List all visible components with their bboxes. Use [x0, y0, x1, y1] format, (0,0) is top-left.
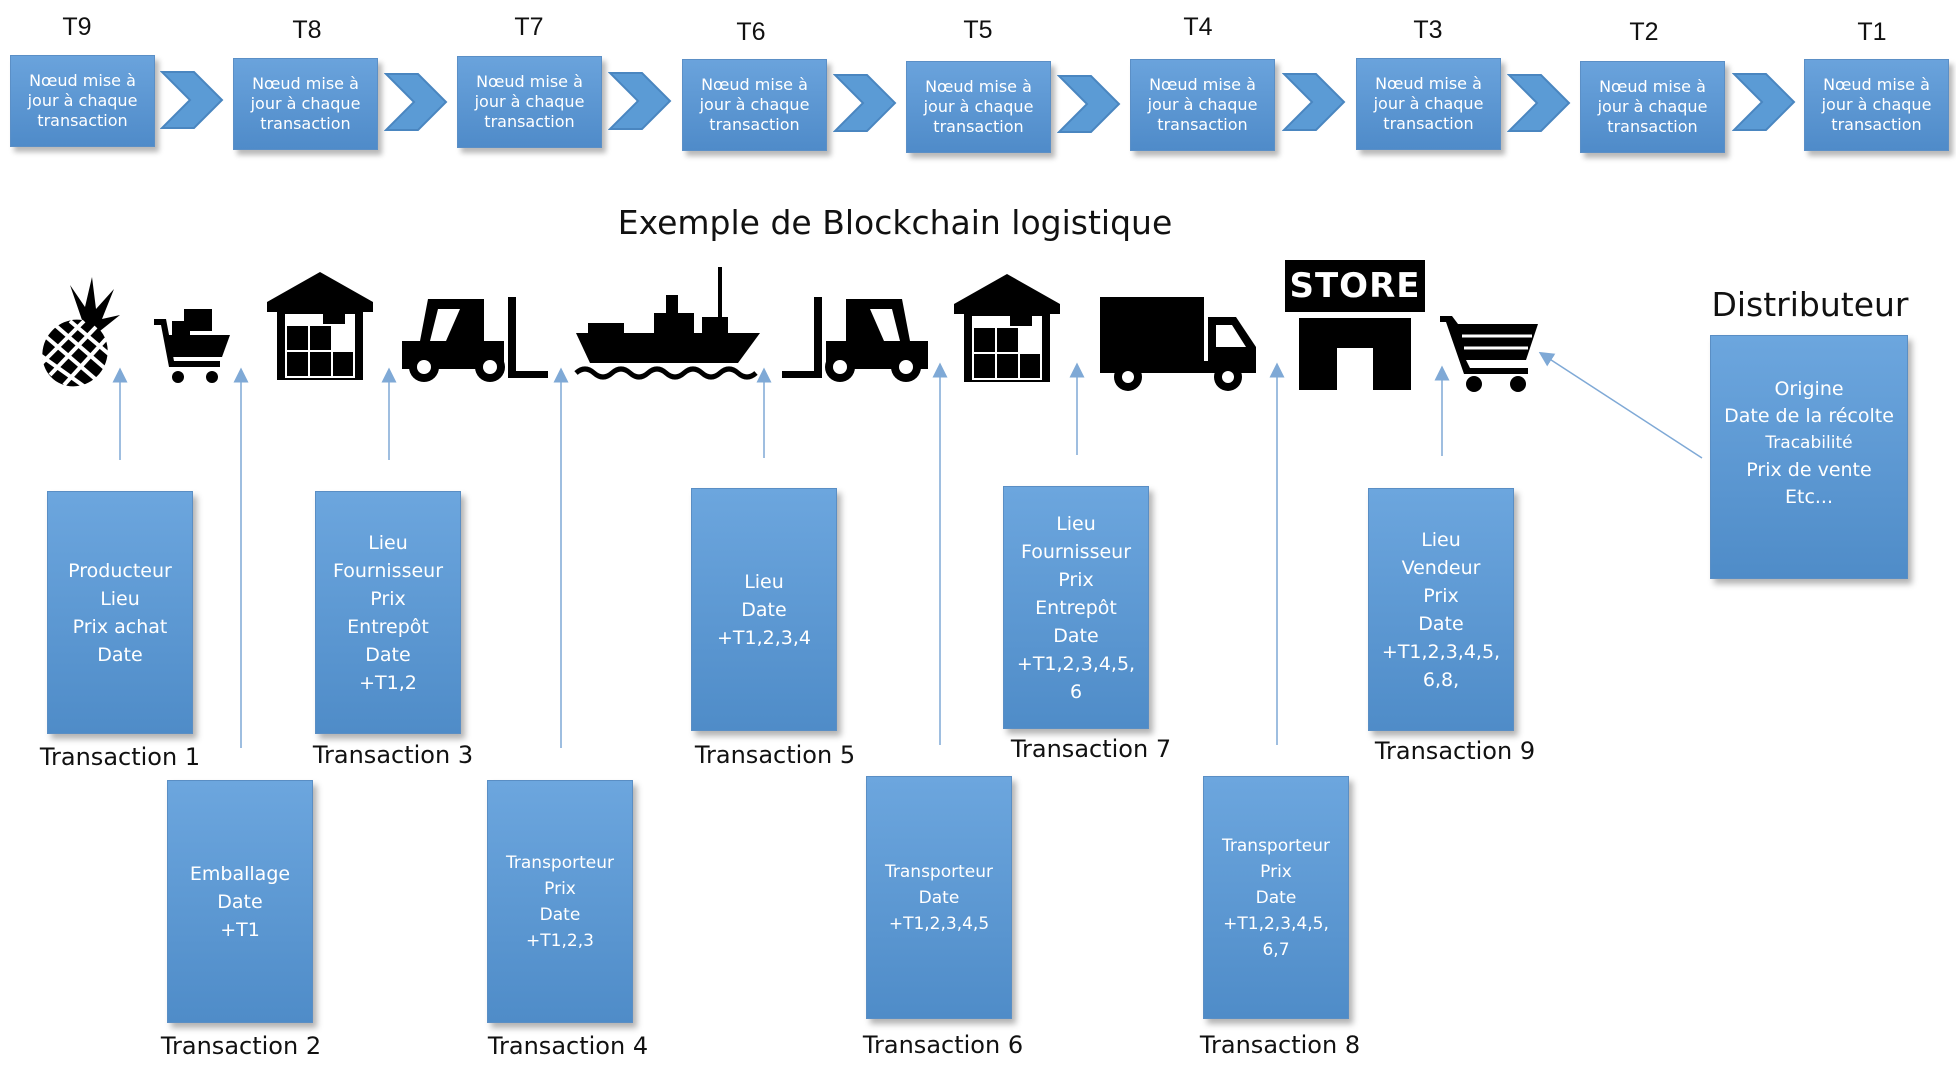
- chevron-arrow-icon: [384, 73, 448, 131]
- chevron-arrow-icon: [833, 74, 897, 132]
- chain-node-t3: Nœud mise à jour à chaque transaction: [1356, 58, 1501, 150]
- chain-node-t1: Nœud mise à jour à chaque transaction: [1804, 59, 1949, 151]
- distributor-box: Origine Date de la récolte Tracabilité P…: [1710, 335, 1908, 579]
- node-label-t2: T2: [1629, 18, 1659, 46]
- node-label-t9: T9: [62, 13, 92, 41]
- diagram-title: Exemple de Blockchain logistique: [617, 203, 1173, 242]
- chain-node-t7: Nœud mise à jour à chaque transaction: [457, 56, 602, 148]
- node-label-t8: T8: [292, 16, 322, 44]
- node-label-t6: T6: [736, 18, 766, 46]
- chevron-arrow-icon: [160, 71, 224, 129]
- warehouse-icon: [267, 272, 373, 380]
- transaction-7-label: Transaction 7: [1010, 735, 1172, 763]
- transaction-2-label: Transaction 2: [160, 1032, 322, 1060]
- node-label-t4: T4: [1183, 13, 1213, 41]
- chain-node-t9: Nœud mise à jour à chaque transaction: [10, 55, 155, 147]
- ship-icon: [574, 267, 760, 380]
- chevron-arrow-icon: [1507, 74, 1571, 132]
- transaction-4-label: Transaction 4: [487, 1032, 649, 1060]
- transaction-9-label: Transaction 9: [1374, 737, 1536, 765]
- node-label-t5: T5: [963, 16, 993, 44]
- forklift-icon: [782, 297, 928, 382]
- chevron-arrow-icon: [1282, 73, 1346, 131]
- chevron-arrow-icon: [1057, 75, 1121, 133]
- truck-icon: [1100, 297, 1256, 391]
- small-cart-icon: [154, 309, 230, 383]
- transaction-3-label: Transaction 3: [312, 741, 474, 769]
- pineapple-icon: [38, 277, 120, 389]
- node-label-t3: T3: [1413, 16, 1443, 44]
- chevron-arrow-icon: [1732, 73, 1796, 131]
- forklift-icon: [402, 297, 548, 382]
- chain-node-t6: Nœud mise à jour à chaque transaction: [682, 59, 827, 151]
- store-sign: STORE: [1289, 266, 1421, 306]
- transaction-8-label: Transaction 8: [1199, 1031, 1361, 1059]
- chain-node-t2: Nœud mise à jour à chaque transaction: [1580, 61, 1725, 153]
- transaction-1-label: Transaction 1: [39, 743, 201, 771]
- cart-icon: [1440, 316, 1538, 392]
- chain-node-t5: Nœud mise à jour à chaque transaction: [906, 61, 1051, 153]
- chevron-arrow-icon: [608, 72, 672, 130]
- transaction-5-label: Transaction 5: [694, 741, 856, 769]
- transaction-6-label: Transaction 6: [862, 1031, 1024, 1059]
- store-icon: STORE: [1285, 260, 1425, 390]
- chain-node-t4: Nœud mise à jour à chaque transaction: [1130, 59, 1275, 151]
- node-label-t1: T1: [1857, 18, 1887, 46]
- warehouse-icon: [954, 274, 1060, 382]
- node-label-t7: T7: [514, 13, 544, 41]
- distributor-label: Distributeur: [1711, 285, 1909, 324]
- chain-node-t8: Nœud mise à jour à chaque transaction: [233, 58, 378, 150]
